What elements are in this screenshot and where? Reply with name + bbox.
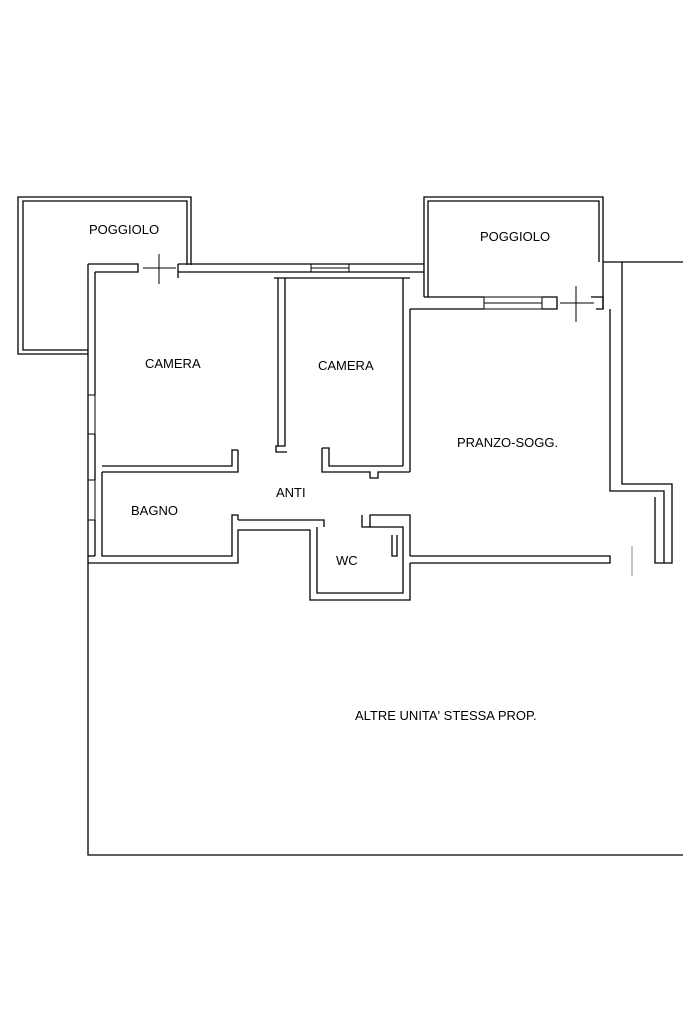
label-bathroom: BAGNO: [131, 503, 178, 518]
label-balcony-right: POGGIOLO: [480, 229, 550, 244]
label-bedroom-left: CAMERA: [145, 356, 201, 371]
label-bedroom-right: CAMERA: [318, 358, 374, 373]
label-balcony-left: POGGIOLO: [89, 222, 159, 237]
balcony-left: [17, 196, 192, 355]
other-units-area: [87, 563, 683, 856]
balcony-right: [423, 196, 604, 297]
label-entrance: ANTI: [276, 485, 306, 500]
apartment-outer-walls: [87, 254, 683, 576]
label-toilet: WC: [336, 553, 358, 568]
label-other-units: ALTRE UNITA' STESSA PROP.: [355, 708, 537, 723]
interior-walls: [88, 277, 411, 601]
label-living-dining: PRANZO-SOGG.: [457, 435, 558, 450]
